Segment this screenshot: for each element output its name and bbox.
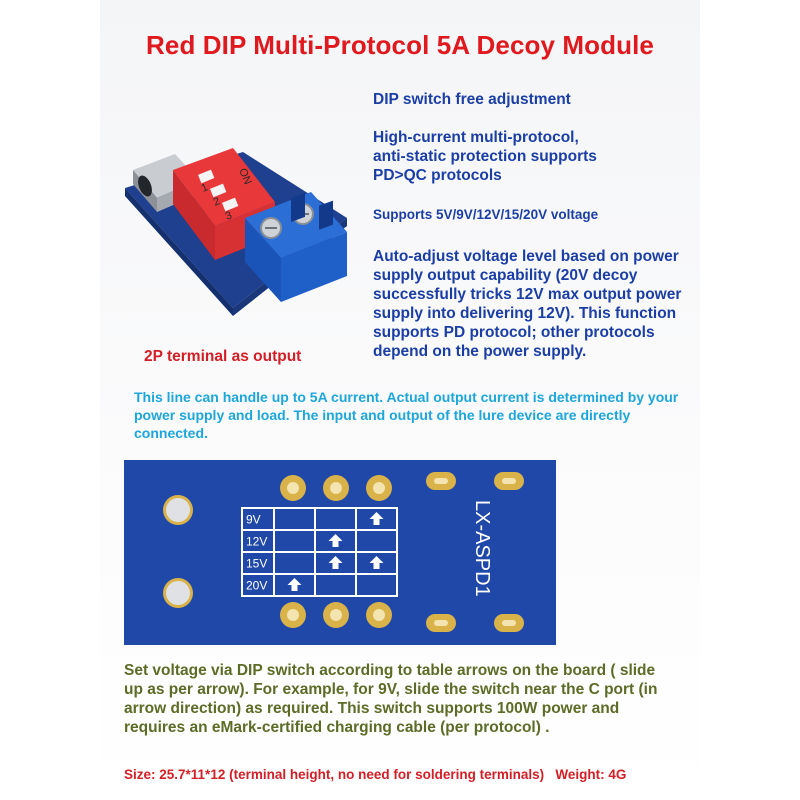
input-pin-top [163, 495, 193, 525]
dip-number-3: 3 [224, 209, 234, 222]
page-title: Red DIP Multi-Protocol 5A Decoy Module [146, 30, 654, 60]
voltage-row-label: 9V [246, 513, 261, 527]
up-arrow-icon [328, 556, 343, 569]
product-photo: ON 1 2 3 [125, 148, 347, 316]
voltage-row-label: 20V [246, 579, 267, 593]
dip-number-1: 1 [200, 181, 210, 194]
instructions-text: Set voltage via DIP switch according to … [124, 662, 658, 736]
up-arrow-icon [369, 556, 384, 569]
voltage-row-label: 15V [246, 557, 267, 571]
feature-auto-adjust: Auto-adjust voltage level based on power… [373, 248, 682, 360]
feature-voltages: Supports 5V/9V/12V/15/20V voltage [373, 207, 599, 222]
terminal-caption: 2P terminal as output [144, 348, 302, 365]
output-pads [426, 472, 524, 632]
content-panel [100, 0, 700, 800]
up-arrow-icon [287, 578, 302, 591]
bottom-pads [280, 602, 392, 628]
voltage-table: 9V 12V 15V 20V [241, 507, 398, 597]
terminal-block-icon [245, 192, 347, 302]
up-arrow-icon [369, 512, 384, 525]
input-pin-bottom [163, 578, 193, 608]
up-arrow-icon [328, 534, 343, 547]
board-model-label: LX-ASPD1 [471, 500, 493, 597]
dip-number-2: 2 [212, 195, 222, 208]
specs-text: Size: 25.7*11*12 (terminal height, no ne… [124, 767, 627, 782]
feature-dip-adjust: DIP switch free adjustment [373, 91, 571, 108]
dip-on-label: ON [236, 167, 253, 187]
current-note: This line can handle up to 5A current. A… [134, 389, 679, 441]
feature-multi-protocol: High-current multi-protocol, anti-static… [373, 129, 597, 184]
top-pads [280, 475, 392, 501]
pcb-board-image: 9V 12V 15V 20V LX-ASPD1 [124, 460, 556, 645]
voltage-row-label: 12V [246, 535, 267, 549]
